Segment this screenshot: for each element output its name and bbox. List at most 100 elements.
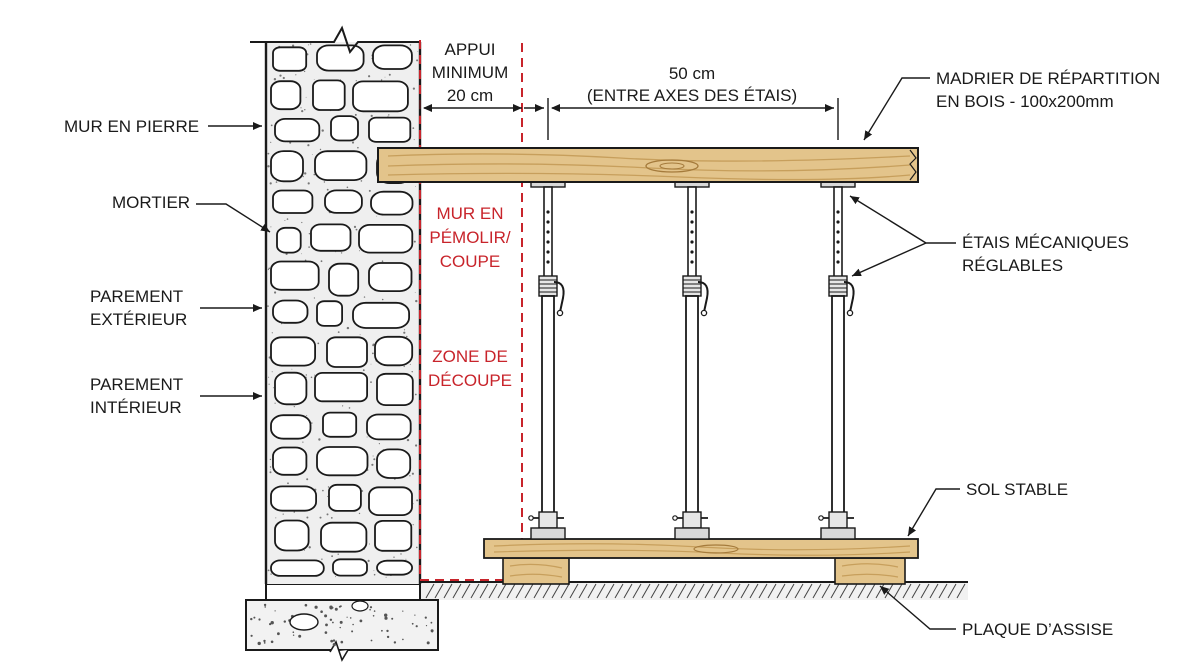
mortar-dot bbox=[282, 76, 285, 80]
mortar-dot bbox=[306, 415, 308, 416]
stone-block bbox=[316, 446, 369, 477]
aggregate-dot bbox=[402, 610, 404, 612]
hatch-line bbox=[938, 583, 948, 599]
stone-block bbox=[274, 371, 308, 406]
mortar-dot bbox=[370, 114, 373, 117]
mortar-dot bbox=[388, 73, 391, 76]
stone-block bbox=[272, 446, 308, 476]
prop-pin-end bbox=[818, 515, 824, 521]
aggregate-dot bbox=[359, 619, 363, 623]
stone-block bbox=[272, 189, 314, 214]
stone-block bbox=[372, 44, 413, 70]
mortar-dot bbox=[371, 463, 374, 466]
leader-line bbox=[863, 77, 930, 141]
base-plate-label: PLAQUE D’ASSISE bbox=[962, 620, 1113, 639]
mortar-dot bbox=[289, 141, 292, 144]
hatch-line bbox=[596, 583, 606, 599]
aggregate-dot bbox=[424, 616, 427, 619]
hatch-line bbox=[443, 583, 453, 599]
stone-block bbox=[328, 262, 360, 297]
mortar-dot bbox=[270, 226, 272, 228]
hatch-line bbox=[632, 583, 642, 599]
mortar-dot bbox=[413, 240, 416, 243]
mortar-dot bbox=[355, 228, 358, 231]
mortar-dot bbox=[267, 305, 269, 307]
mortar-dot bbox=[381, 260, 384, 263]
mortar-dot bbox=[307, 44, 309, 46]
leader-line bbox=[851, 242, 927, 277]
mortar-dot bbox=[306, 516, 309, 519]
stone-block bbox=[316, 300, 344, 327]
stone-block bbox=[270, 80, 302, 111]
stone-block bbox=[312, 79, 346, 111]
mortar-dot bbox=[412, 127, 415, 129]
mortar-dot bbox=[269, 469, 271, 471]
mortar-dot bbox=[327, 495, 328, 497]
mortar-dot bbox=[335, 576, 336, 578]
stone-block bbox=[310, 223, 352, 252]
mortar-dot bbox=[346, 326, 350, 330]
mortar-dot bbox=[313, 297, 315, 299]
mortar-dot bbox=[320, 260, 323, 263]
aggregate-dot bbox=[324, 631, 328, 634]
mortar-dot bbox=[270, 141, 272, 143]
aggregate-dot bbox=[340, 640, 344, 644]
hatch-line bbox=[848, 583, 858, 599]
aggregate-dot bbox=[339, 620, 343, 624]
mortar-dot bbox=[366, 436, 368, 438]
mortar-dot bbox=[292, 44, 295, 47]
spacing-label: (ENTRE AXES DES ÉTAIS) bbox=[587, 86, 797, 105]
leader-line bbox=[196, 203, 271, 233]
hatch-line bbox=[524, 583, 534, 599]
stone-block bbox=[322, 411, 358, 438]
mortar-dot bbox=[302, 441, 304, 443]
aggregate-dot bbox=[250, 634, 253, 637]
foundation-stone bbox=[351, 600, 369, 612]
stone-block bbox=[270, 559, 325, 577]
aggregate-dot bbox=[414, 614, 416, 616]
aggregate-dot bbox=[258, 618, 261, 621]
mortar-dot bbox=[385, 576, 387, 578]
stone-block bbox=[366, 413, 412, 441]
mortar-dot bbox=[337, 331, 340, 333]
mortar-dot bbox=[362, 369, 365, 372]
mortar-dot bbox=[358, 512, 361, 515]
aggregate-dot bbox=[332, 643, 336, 647]
mortar-dot bbox=[369, 543, 370, 545]
hatch-line bbox=[641, 583, 651, 599]
mortar-dot bbox=[372, 344, 375, 347]
left-callouts: MUR EN PIERRE MORTIER PAREMENT EXTÉRIEUR… bbox=[64, 117, 271, 417]
hatch-line bbox=[542, 583, 552, 599]
aggregate-dot bbox=[277, 632, 280, 636]
mortar-dot bbox=[387, 115, 389, 117]
prop-hole bbox=[690, 220, 694, 224]
aggregate-dot bbox=[384, 616, 388, 620]
hatch-line bbox=[839, 583, 849, 599]
mortar-dot bbox=[373, 570, 375, 572]
hatch-line bbox=[740, 583, 750, 599]
mortar-dot bbox=[326, 513, 329, 516]
adjustable-prop bbox=[672, 181, 710, 540]
prop-hole bbox=[546, 210, 550, 214]
prop-hole bbox=[836, 240, 840, 244]
mortar-dot bbox=[405, 558, 407, 560]
foundation-break bbox=[329, 640, 349, 662]
mortar-dot bbox=[307, 182, 310, 185]
prop-thread-collar bbox=[828, 275, 848, 297]
mortar-dot bbox=[305, 96, 307, 98]
prop-pin-end bbox=[672, 515, 678, 521]
mortar-dot bbox=[415, 186, 416, 187]
mortar-dot bbox=[293, 406, 295, 408]
hatch-line bbox=[722, 583, 732, 599]
aggregate-dot bbox=[338, 605, 341, 608]
hatch-line bbox=[830, 583, 840, 599]
aggregate-dot bbox=[391, 617, 394, 620]
mortar-dot bbox=[388, 114, 390, 116]
aggregate-dot bbox=[270, 621, 274, 625]
props-label: ÉTAIS MÉCANIQUES bbox=[962, 233, 1129, 252]
prop-foot-plate bbox=[820, 527, 856, 540]
aggregate-dot bbox=[274, 610, 276, 612]
stone-block bbox=[270, 414, 312, 440]
mortar-dot bbox=[359, 250, 360, 252]
mortar-dot bbox=[413, 139, 415, 141]
